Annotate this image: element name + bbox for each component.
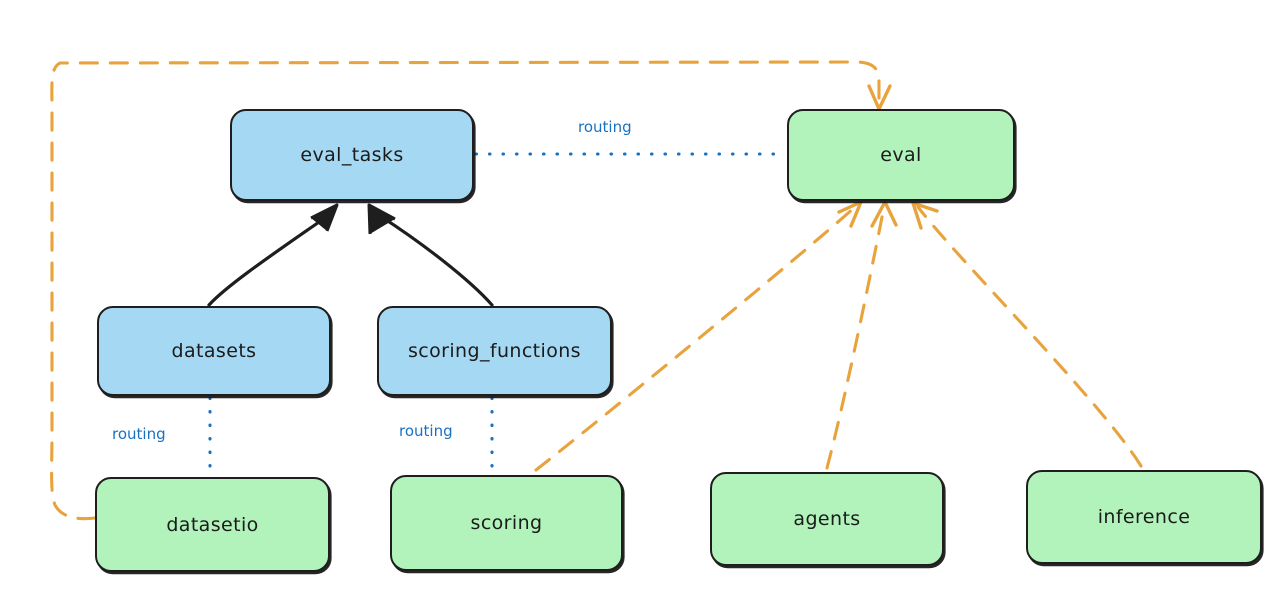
edge-inference-to-eval [911,201,1143,468]
node-label-eval: eval [880,144,922,166]
node-label-scoring-functions: scoring_functions [408,340,581,362]
node-inference[interactable]: inference [1026,470,1262,564]
node-datasets[interactable]: datasets [97,306,331,396]
node-label-inference: inference [1097,506,1191,528]
node-scoring[interactable]: scoring [390,475,623,571]
edge-datasets-to-eval_tasks [207,203,339,307]
edge-scoring-to-eval [534,200,863,472]
node-agents[interactable]: agents [710,472,944,566]
node-label-agents: agents [793,508,861,530]
node-label-datasetio: datasetio [166,513,259,536]
node-label-eval-tasks: eval_tasks [300,144,404,166]
edge-scoring_functions-to-eval_tasks [367,203,494,307]
node-eval-tasks[interactable]: eval_tasks [230,109,474,201]
edge-label-routing-scoring-functions-scoring: routing [399,422,453,440]
edge-agents-to-eval [825,200,898,470]
node-label-scoring: scoring [470,512,543,534]
edge-label-routing-datasets-datasetio: routing [112,425,166,443]
node-eval[interactable]: eval [787,109,1015,201]
node-scoring-functions[interactable]: scoring_functions [377,306,612,396]
edge-label-routing-eval-tasks-eval: routing [578,118,632,136]
node-label-datasets: datasets [171,340,257,362]
node-datasetio[interactable]: datasetio [95,477,330,572]
